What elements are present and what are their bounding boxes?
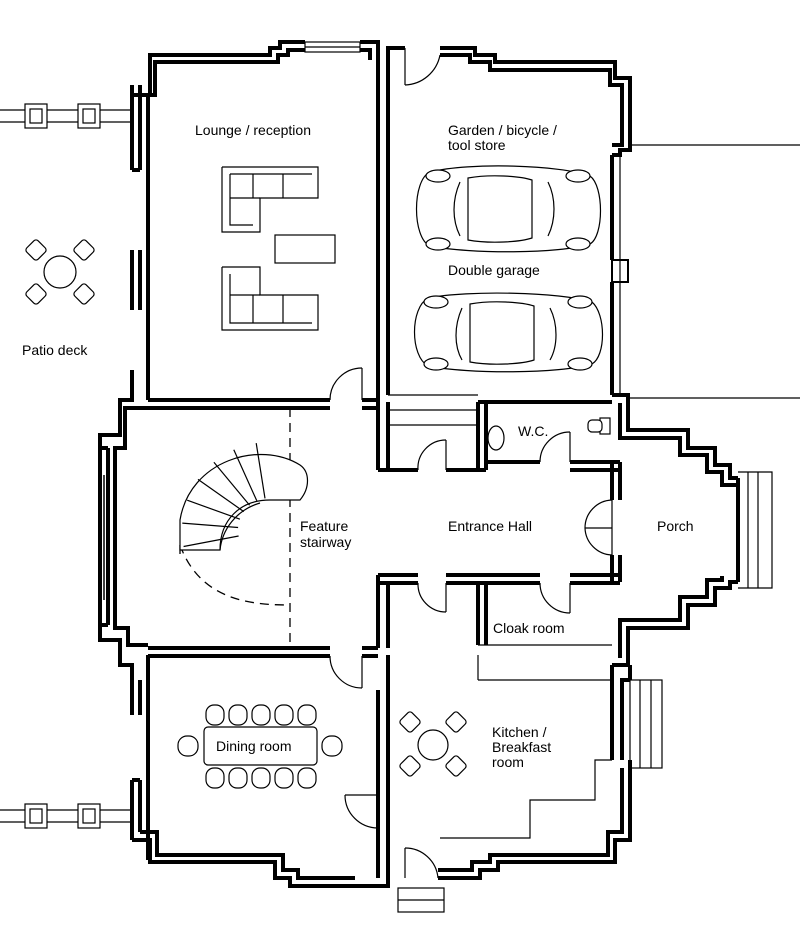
table-icon (274, 234, 336, 264)
door-swing-icon (417, 439, 447, 471)
door-swing-icon (329, 367, 363, 401)
dining-label: Dining room (216, 738, 291, 754)
door-swing-icon (344, 794, 379, 829)
steps-icon (629, 679, 663, 769)
chair-icon (445, 755, 467, 777)
kitchen-label-line3: room (492, 754, 524, 770)
patio-railings (0, 103, 132, 829)
chair-icon (228, 767, 248, 789)
chair-icon (274, 767, 294, 789)
door-swing-icon (404, 48, 441, 86)
door-swing-icon (539, 431, 571, 463)
chair-icon (73, 239, 95, 261)
chair-icon (205, 704, 225, 726)
stair-tread (213, 461, 251, 506)
table-icon (417, 729, 449, 761)
chair-icon (399, 711, 421, 733)
dining-furniture (177, 704, 343, 789)
kitchen-table-set (399, 711, 467, 777)
stair-tread (233, 449, 258, 502)
door-swing-icon (404, 847, 439, 879)
steps-icon (738, 471, 773, 589)
door-swing-icon (329, 655, 363, 689)
lounge-furniture (221, 166, 336, 331)
stair-label-line1: Feature (300, 518, 348, 534)
cloak-label: Cloak room (493, 620, 565, 636)
chair-icon (297, 767, 317, 789)
stair-tread (186, 499, 241, 520)
hall-label: Entrance Hall (448, 518, 532, 534)
chair-icon (274, 704, 294, 726)
chair-icon (205, 767, 225, 789)
table-icon (203, 726, 318, 766)
stair-tread (183, 535, 239, 548)
chair-icon (445, 711, 467, 733)
garage-label: Double garage (448, 262, 540, 278)
stair-tread (182, 522, 239, 529)
chair-icon (251, 704, 271, 726)
patio-table-set (25, 239, 95, 305)
chair-icon (321, 735, 343, 757)
spiral-stair-icon (179, 408, 309, 648)
wc-fixtures (487, 417, 611, 451)
chair-icon (228, 704, 248, 726)
chair-icon (25, 239, 47, 261)
basin-icon (487, 425, 505, 451)
sofa-icon (221, 266, 319, 331)
outer-walls (98, 40, 800, 913)
table-icon (43, 255, 77, 289)
store-label-line1: Garden / bicycle / (448, 122, 557, 138)
toilet-icon (587, 417, 611, 435)
door-swing-icon (584, 499, 613, 556)
chair-icon (177, 735, 199, 757)
sofa-icon (221, 166, 319, 233)
kitchen-label-line1: Kitchen / (492, 724, 547, 740)
chair-icon (73, 283, 95, 305)
door-swing-icon (417, 582, 447, 613)
chair-icon (251, 767, 271, 789)
chair-icon (25, 283, 47, 305)
kitchen-label-line2: Breakfast (492, 739, 551, 755)
stair-tread (197, 478, 245, 513)
chair-icon (399, 755, 421, 777)
stair-tread (255, 443, 266, 499)
wc-label: W.C. (518, 423, 548, 439)
chair-icon (297, 704, 317, 726)
doors (329, 48, 613, 879)
door-swing-icon (539, 582, 571, 614)
car-icon (415, 165, 602, 253)
porch-label: Porch (657, 518, 694, 534)
interior-walls (148, 60, 622, 878)
stair-label-line2: stairway (300, 534, 351, 550)
store-label-line2: tool store (448, 137, 506, 153)
patio-label: Patio deck (22, 342, 88, 358)
lounge-label: Lounge / reception (195, 122, 311, 138)
car-icon (413, 292, 603, 373)
room-labels: Lounge / reception Garden / bicycle / to… (22, 122, 694, 770)
